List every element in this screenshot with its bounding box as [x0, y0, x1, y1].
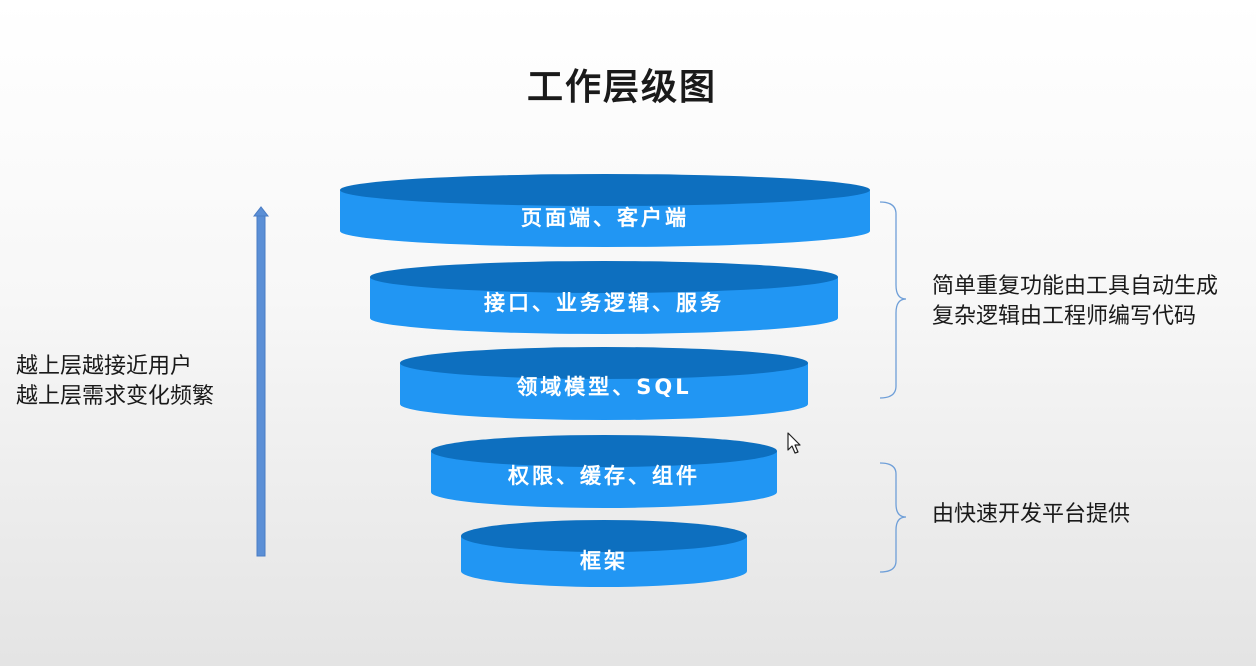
mouse-cursor-icon [787, 432, 801, 454]
up-arrow [252, 206, 270, 557]
upper-right-note-line1: 简单重复功能由工具自动生成 [932, 274, 1219, 299]
upper-right-note: 简单重复功能由工具自动生成 复杂逻辑由工程师编写代码 [932, 272, 1218, 332]
layer-page-client [340, 174, 870, 247]
upper-right-note-line2: 复杂逻辑由工程师编写代码 [932, 304, 1197, 329]
left-note-line1: 越上层越接近用户 [16, 354, 193, 379]
layer-permission-cache [431, 435, 777, 508]
left-note: 越上层越接近用户 越上层需求变化频繁 [16, 352, 214, 412]
diagram-title: 工作层级图 [526, 67, 717, 108]
layer-api-service [370, 261, 838, 334]
lower-right-note-line1: 由快速开发平台提供 [932, 502, 1131, 527]
layer-label-page-client: 页面端、客户端 [521, 206, 689, 230]
left-note-line2: 越上层需求变化频繁 [16, 384, 215, 409]
layer-label-api-service: 接口、业务逻辑、服务 [484, 291, 724, 315]
layer-label-permission-cache: 权限、缓存、组件 [508, 464, 700, 488]
layer-label-framework: 框架 [580, 549, 628, 573]
layer-framework [461, 520, 747, 587]
lower-bracket [879, 462, 907, 573]
layer-domain-sql [400, 347, 808, 420]
layer-label-domain-sql: 领域模型、SQL [516, 375, 692, 399]
upper-bracket [879, 201, 907, 399]
lower-right-note: 由快速开发平台提供 [932, 500, 1130, 530]
